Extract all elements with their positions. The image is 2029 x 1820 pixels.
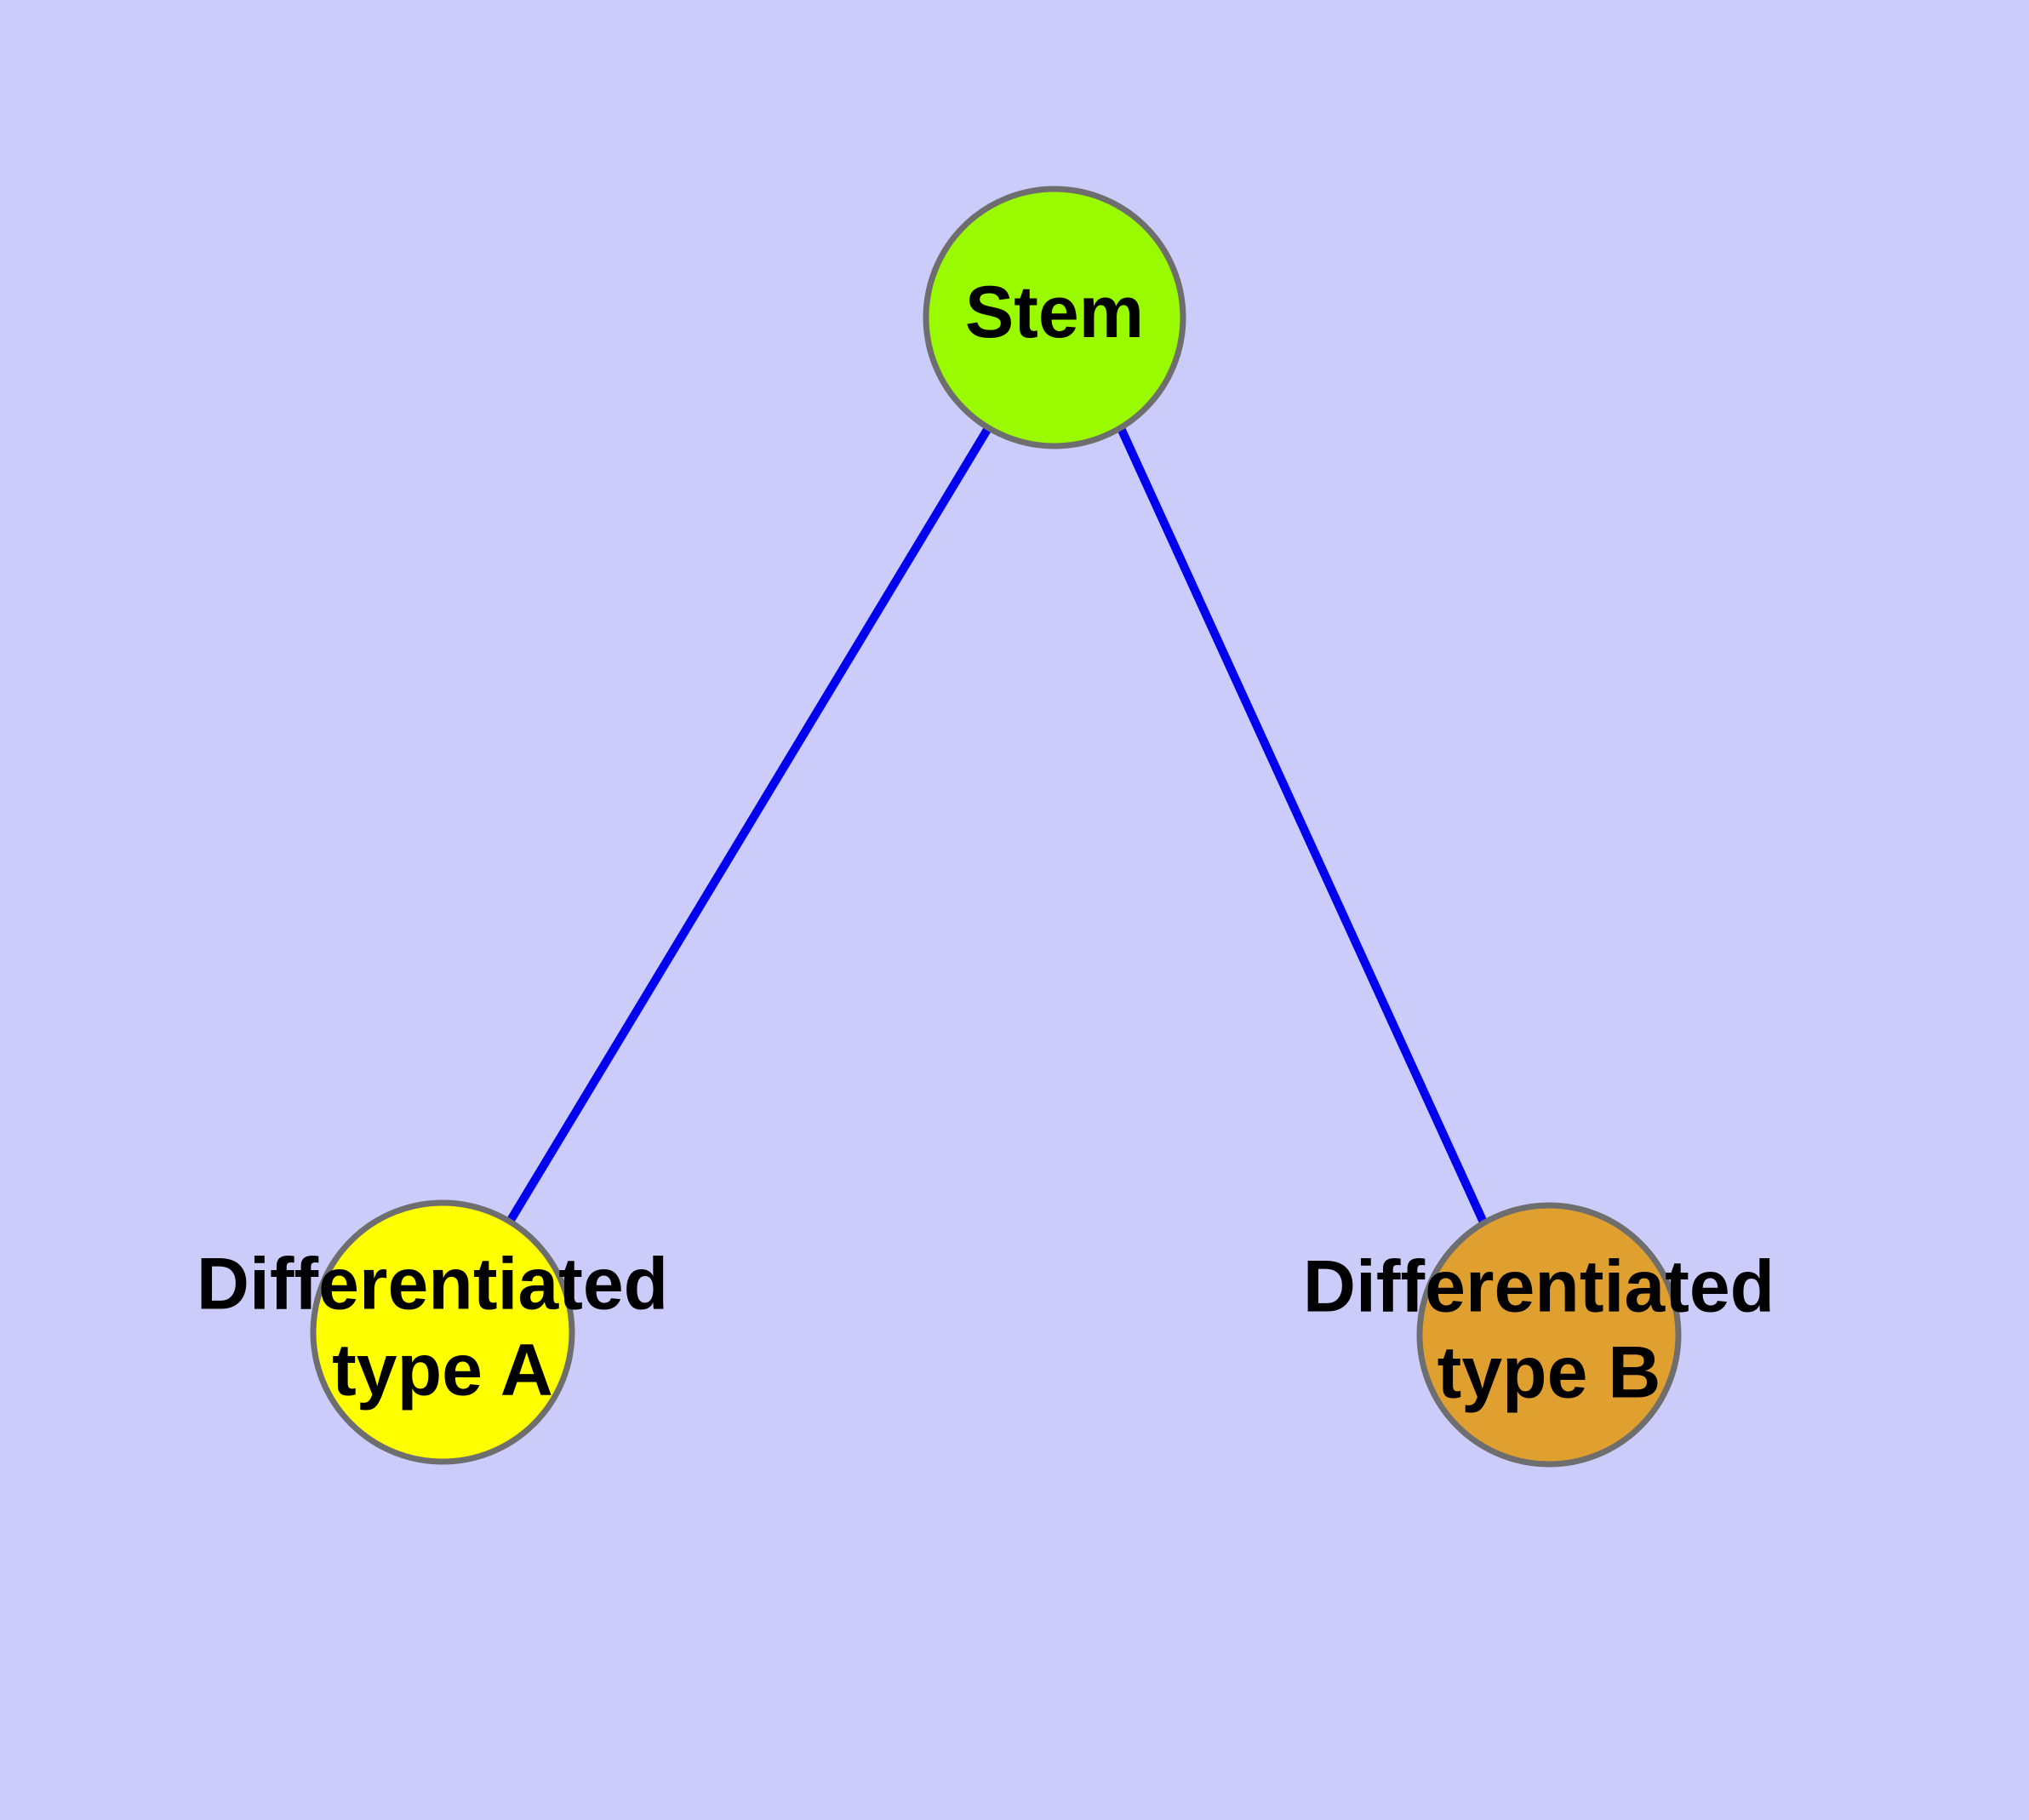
node-differentiated-type-a-label-line1: Differentiated <box>197 1243 668 1325</box>
node-differentiated-type-a-label-line2: type A <box>332 1329 553 1411</box>
node-stem-circle[interactable] <box>923 186 1186 449</box>
edge-stem-to-differentiated-type-b[interactable] <box>1117 426 1489 1227</box>
edge-stem-to-differentiated-type-a[interactable] <box>506 426 992 1224</box>
node-differentiated-type-a-label: Differentiated type A <box>197 1243 689 1411</box>
node-differentiated-type-a-circle[interactable] <box>310 1199 575 1465</box>
node-differentiated-type-b-label: Differentiated type B <box>1303 1245 1795 1413</box>
labels-group: Stem Differentiated type A Differentiate… <box>197 272 1795 1414</box>
edges-group <box>506 426 1489 1227</box>
node-differentiated-type-b-circle[interactable] <box>1416 1202 1682 1468</box>
node-differentiated-type-b-label-line2: type B <box>1437 1331 1661 1413</box>
nodes-group <box>310 186 1682 1468</box>
node-differentiated-type-b-label-line1: Differentiated <box>1303 1245 1775 1327</box>
node-stem-label-line1: Stem <box>965 272 1144 353</box>
node-stem-label: Stem <box>965 272 1144 353</box>
